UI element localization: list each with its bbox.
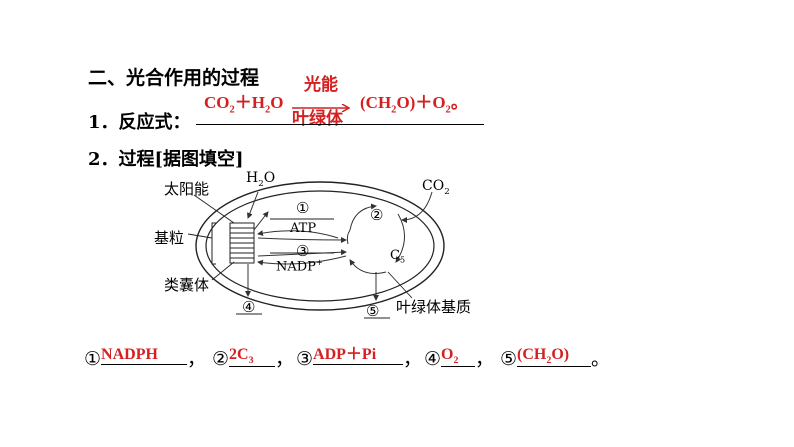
chloroplast-diagram xyxy=(187,181,445,319)
answer-4: ④O2， xyxy=(424,346,495,370)
section-title: 二、光合作用的过程 xyxy=(88,67,260,89)
label-sunlight: 太阳能 xyxy=(164,180,210,198)
label-c5: C5 xyxy=(390,248,406,265)
label-atp: ATP xyxy=(290,221,317,236)
label-co2: CO2 xyxy=(422,178,450,197)
answer-3: ③ADP＋Pi， xyxy=(296,344,422,371)
circle-number-5: ⑤ xyxy=(366,302,380,320)
item2-label: 2．过程[据图填空] xyxy=(88,149,244,170)
label-h2o: H2O xyxy=(246,170,276,189)
label-thylakoid: 类囊体 xyxy=(164,276,210,294)
circle-number-3: ③ xyxy=(296,242,310,260)
outer-membrane xyxy=(195,181,445,311)
arrow-label-bottom: 叶绿体 xyxy=(292,109,343,128)
label-stroma: 叶绿体基质 xyxy=(396,298,472,316)
answer-5: ⑤(CH2O)。 xyxy=(500,346,611,370)
reaction-arrow xyxy=(292,97,354,116)
inner-membrane xyxy=(205,190,435,302)
answer-2: ②2C3， xyxy=(212,346,295,370)
circle-number-4: ④ xyxy=(242,298,256,316)
label-grana: 基粒 xyxy=(154,229,185,247)
equation-lhs: CO2＋H2O xyxy=(204,93,284,116)
circle-number-2: ② xyxy=(370,206,384,224)
answer-1: ①NADPH， xyxy=(84,346,207,370)
circle-number-1: ① xyxy=(296,199,310,217)
grana-stack xyxy=(229,222,255,264)
label-nadp: NADP+ xyxy=(276,258,323,275)
arrow-icon xyxy=(292,103,351,113)
arrow-label-top: 光能 xyxy=(304,75,338,94)
item1-label: 1．反应式： xyxy=(88,112,191,133)
equation-blank-line xyxy=(196,124,484,125)
equation-rhs: (CH2O)＋O2。 xyxy=(360,93,468,116)
